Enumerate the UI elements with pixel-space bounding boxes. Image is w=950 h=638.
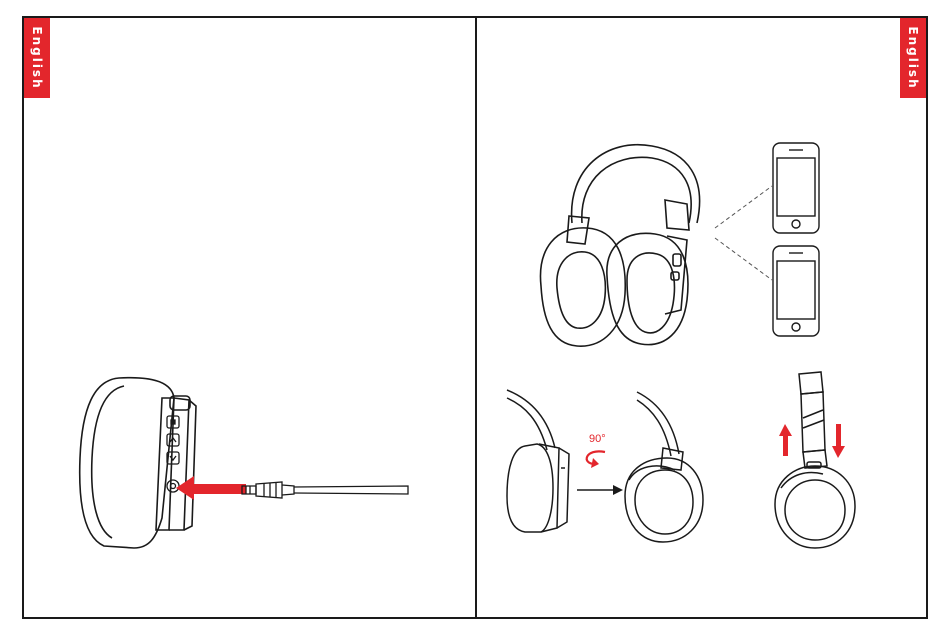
- phone-device-one: [773, 143, 819, 233]
- left-manual-page: English: [22, 16, 477, 619]
- right-manual-page: English: [475, 16, 928, 619]
- ear-cup-before-rotation: [507, 390, 569, 532]
- phone-device-two: [773, 246, 819, 336]
- headphones-three-quarter-view: [540, 145, 699, 346]
- aux-cable-illustration: [24, 18, 475, 617]
- aux-port-icon: [167, 480, 179, 492]
- ear-cup-headband-adjust: [775, 372, 855, 548]
- slide-down-arrow: [832, 424, 845, 458]
- rotation-label: 90°: [589, 433, 606, 445]
- pairing-and-fold-illustrations: 90°: [477, 18, 926, 617]
- rotate-indicator: 90°: [587, 433, 606, 468]
- step-arrow: [577, 485, 623, 495]
- aux-cable-plug: [242, 482, 408, 498]
- slide-up-arrow: [779, 424, 792, 456]
- ear-cup-after-rotation: [625, 392, 703, 542]
- bluetooth-connection-lines: [715, 186, 772, 280]
